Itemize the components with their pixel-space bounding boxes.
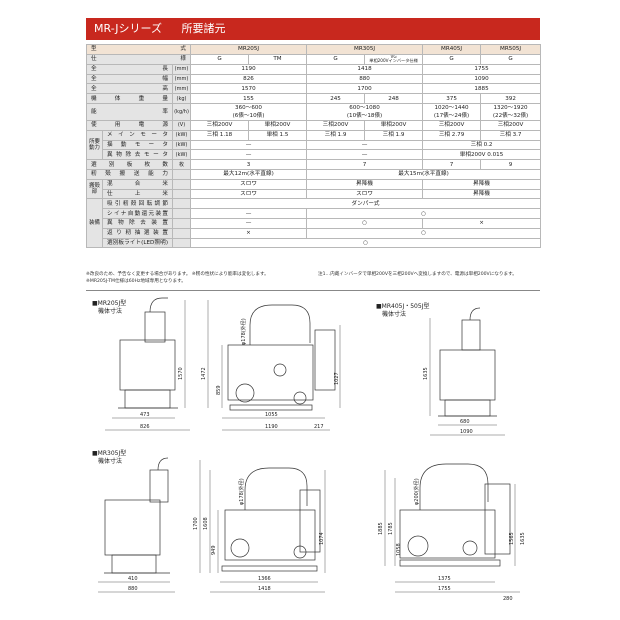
note-3: ※MR205J-TM仕様は60Hz地域専用となります。 [86,279,186,284]
dim-label: 1190 [265,424,278,430]
dimension-labels: 1570 1472 859 φ178(外径) 1027 473 826 1055… [128,318,526,602]
dim-label: 280 [503,596,513,602]
machine-drawing-mr305j-side [104,457,170,574]
machine-drawing-mr205j-front [227,304,336,411]
dim-label: 680 [460,419,470,425]
machine-drawing-mr405j [438,307,497,417]
machine-drawing-mr305j-front [221,467,321,572]
note-1: ※改良のため、予告なく変更する場合があります。 ※籾の性状により能率は変化します… [86,272,269,277]
series-subtitle: 所要諸元 [181,22,226,35]
dim-label: 410 [128,576,138,582]
note-2: 注1…内蔵インバータで単相200Vを三相200Vへ変換しますので、電源は単相20… [318,272,517,277]
dim-label: 859 [216,385,222,395]
dim-label: 1058 [396,543,402,556]
diagram-title-mr205j: ■MR205J型 機体寸法 [92,300,127,315]
dim-label: 1885 [378,522,384,535]
machine-drawing-mr405j-front [399,463,511,567]
table-row: 全高(mm) 1570 1700 1885 [86,83,542,95]
dim-label: φ178(外径) [240,318,247,345]
dim-label: 1635 [423,367,429,380]
divider [86,290,540,291]
table-row: 選別板ライト(LED照明) ○ [87,237,542,249]
dim-label: φ178(外径) [238,478,245,505]
section-title-bar: MR-Jシリーズ 所要諸元 [86,18,540,40]
dimension-lines [98,300,520,593]
dim-label: 1472 [201,367,207,380]
dim-label: 1090 [460,429,473,435]
table-row: 全長(mm) 1190 1418 1755 [86,63,542,75]
series-title: MR-Jシリーズ [94,22,162,35]
dim-label: 1785 [388,522,394,535]
dim-label: 1027 [334,372,340,385]
dim-label: 1366 [258,576,271,582]
table-row: 機体重量(kg) 155 245 248 375 392 [86,93,542,104]
dim-label: 1375 [438,576,451,582]
diagram-title-mr405j: ■MR405J・505J型 機体寸法 [376,303,430,318]
dim-label: 1565 [509,532,515,545]
table-row: 能率(kg/h) 360〜600(6俵〜10俵) 600〜1080(10俵〜18… [86,102,542,121]
dim-label: 1608 [203,517,209,530]
dim-label: 1074 [319,532,325,545]
spec-table: 型 式 MR205J MR305J MR405J MR505J 仕 様 G TM… [85,44,542,249]
dim-label: 1755 [438,586,451,592]
dim-label: 1055 [265,412,278,418]
dim-label: 217 [314,424,324,430]
diagram-title-mr305j: ■MR305J型 機体寸法 [92,450,127,465]
table-row: 全幅(mm) 826 880 1090 [86,73,542,85]
machine-drawing-mr205j-side [118,297,178,409]
dim-label: φ200(外径) [413,478,420,505]
dim-label: 949 [211,545,217,555]
footnotes: ※改良のため、予告なく変更する場合があります。 ※籾の性状により能率は変化します… [86,271,540,285]
dim-label: 880 [128,586,138,592]
dim-label: 1418 [258,586,271,592]
dim-label: 1570 [178,367,184,380]
table-row: 返り籾抽選装置 × ○ [87,227,542,239]
dim-label: 826 [140,424,150,430]
table-row: 搬殻部 混合米 スロワ 昇降機 昇降機 [86,178,542,200]
dim-label: 1700 [193,517,199,530]
dim-label: 1635 [520,532,526,545]
dim-label: 473 [140,412,150,418]
